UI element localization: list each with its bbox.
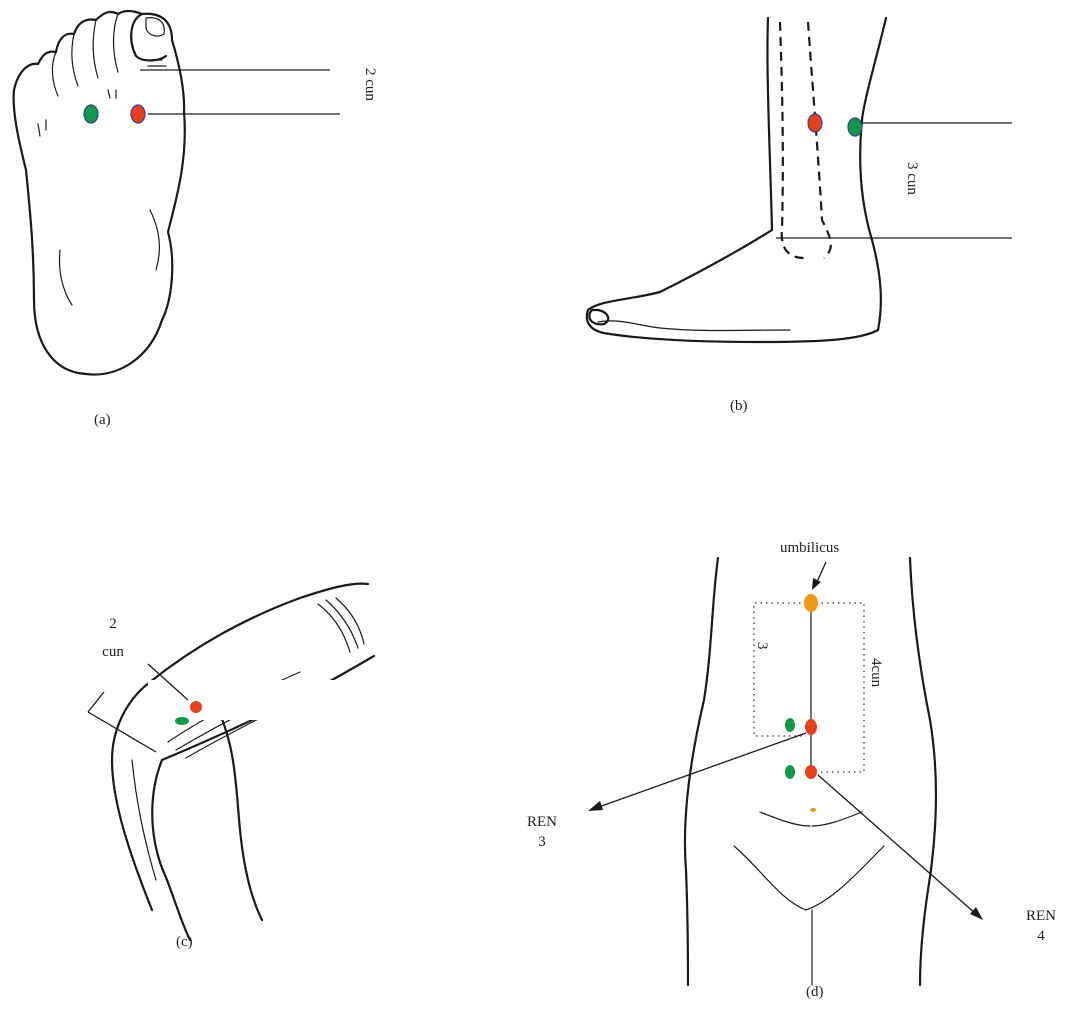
panel-c-distance-label-line2: cun xyxy=(88,644,138,661)
right-dotted-bracket xyxy=(816,603,864,772)
ren3-label-line2: 3 xyxy=(512,834,572,851)
umbilicus-orange-point xyxy=(804,594,818,612)
leg-back-outline xyxy=(587,18,881,342)
ren4-label-line2: 4 xyxy=(1016,928,1066,945)
panel-b-caption: (b) xyxy=(730,398,748,415)
pubic-outline xyxy=(734,846,884,910)
toe-line-3 xyxy=(93,20,98,78)
ren4-arrow-head xyxy=(970,907,983,920)
tibia-dashed-right xyxy=(808,22,831,258)
leg-front-outline xyxy=(860,18,886,240)
ren4-label-line1: REN xyxy=(1016,908,1066,925)
panel-b-ankle xyxy=(587,18,1012,342)
sole-crease-1 xyxy=(150,210,159,270)
shin-outline xyxy=(152,760,190,940)
panel-c-green-point xyxy=(175,717,189,725)
panel-c-knee xyxy=(88,584,374,940)
sole-underside xyxy=(598,321,790,331)
panel-c-red-point xyxy=(190,701,202,713)
muscle-hatch xyxy=(318,598,364,652)
small-orange-mark xyxy=(810,808,816,812)
left-dotted-bracket xyxy=(754,603,806,736)
panel-a-distance-label: 2 cun xyxy=(362,68,379,101)
inguinal-right xyxy=(812,812,862,826)
inguinal-left xyxy=(760,812,810,826)
sole-mark-2 xyxy=(108,90,116,98)
panel-b-red-point xyxy=(808,114,822,132)
ren3-red-point xyxy=(805,719,817,735)
panel-a-red-point xyxy=(131,105,145,123)
panel-a-foot-sole xyxy=(14,11,340,375)
panel-b-green-point xyxy=(848,118,862,136)
ren4-red-point xyxy=(805,765,817,779)
panel-c-horizontal-guide-line xyxy=(88,692,104,712)
panel-a-green-point xyxy=(84,105,98,123)
ren3-green-point xyxy=(785,718,795,732)
umbilicus-arrow-head xyxy=(812,578,821,590)
ren3-arrow-head xyxy=(588,801,603,811)
left-distance-label: 3 xyxy=(754,642,771,650)
toe-line-2 xyxy=(114,14,119,72)
sole-mark-3 xyxy=(38,120,46,136)
label-mask xyxy=(148,680,358,720)
thigh-upper-outline xyxy=(150,584,368,682)
toe-nail xyxy=(146,18,164,36)
panel-d-caption: (d) xyxy=(806,984,824,1001)
ren3-arrow-line xyxy=(596,733,806,808)
toe-line-4 xyxy=(72,34,78,86)
tibia-dashed-left xyxy=(780,22,804,258)
ren3-label-line1: REN xyxy=(512,814,572,831)
panel-a-caption: (a) xyxy=(94,412,111,429)
umbilicus-label: umbilicus xyxy=(780,540,839,557)
ren4-green-point xyxy=(785,765,795,779)
right-distance-label: 4cun xyxy=(868,658,885,687)
panel-c-caption: (c) xyxy=(176,934,193,951)
left-torso-outline xyxy=(685,558,718,985)
sole-crease-2 xyxy=(60,250,73,305)
panel-c-distance-label-line1: 2 xyxy=(98,616,128,633)
ren4-arrow-line xyxy=(818,775,976,914)
panel-b-distance-label: 3 cun xyxy=(904,162,921,195)
knee-front-outline xyxy=(112,682,152,910)
right-torso-outline xyxy=(910,558,936,985)
toe-line-5 xyxy=(52,52,58,96)
calf-outline xyxy=(218,710,262,920)
